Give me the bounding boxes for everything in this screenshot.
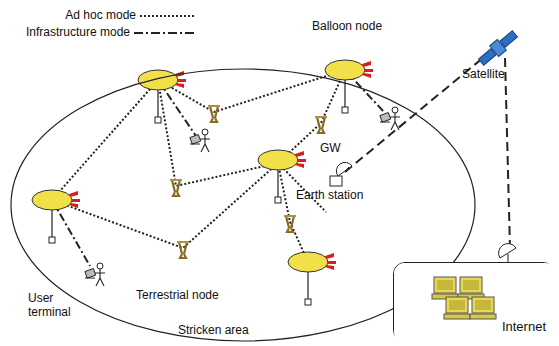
legend-text: Infrastructure mode [26, 26, 130, 40]
satellite-icon [477, 28, 520, 67]
callout-label: Satellite [462, 68, 505, 82]
legend-sample [140, 15, 196, 17]
satellite-link [505, 58, 510, 248]
balloon-node [325, 60, 373, 113]
terrestrial-node [208, 106, 220, 122]
ground-dish [499, 244, 516, 262]
balloon-node [32, 190, 80, 243]
user-terminal [190, 129, 210, 152]
infrastructure-links [52, 70, 384, 266]
callout-label: Terrestrial node [136, 289, 219, 303]
callout-label: Balloon node [312, 20, 382, 34]
earth-station [330, 162, 352, 186]
callout-label: GW [320, 142, 341, 156]
adhoc-links [52, 70, 345, 262]
callout-label: User terminal [28, 292, 80, 320]
internet-box: Internet [393, 262, 555, 342]
node-label: Internet [502, 320, 546, 335]
user-terminal [85, 263, 105, 286]
balloon-node [288, 252, 336, 305]
terrestrial-node [170, 180, 182, 196]
legend-sample [134, 32, 196, 34]
terrestrial-node [177, 242, 189, 258]
terrestrial-node [284, 216, 296, 232]
legend-text: Ad hoc mode [65, 9, 136, 23]
terrestrial-node [315, 117, 327, 133]
user-terminal [380, 107, 400, 130]
node-label: Stricken area [178, 324, 249, 338]
callout-label: Earth station [296, 189, 363, 203]
